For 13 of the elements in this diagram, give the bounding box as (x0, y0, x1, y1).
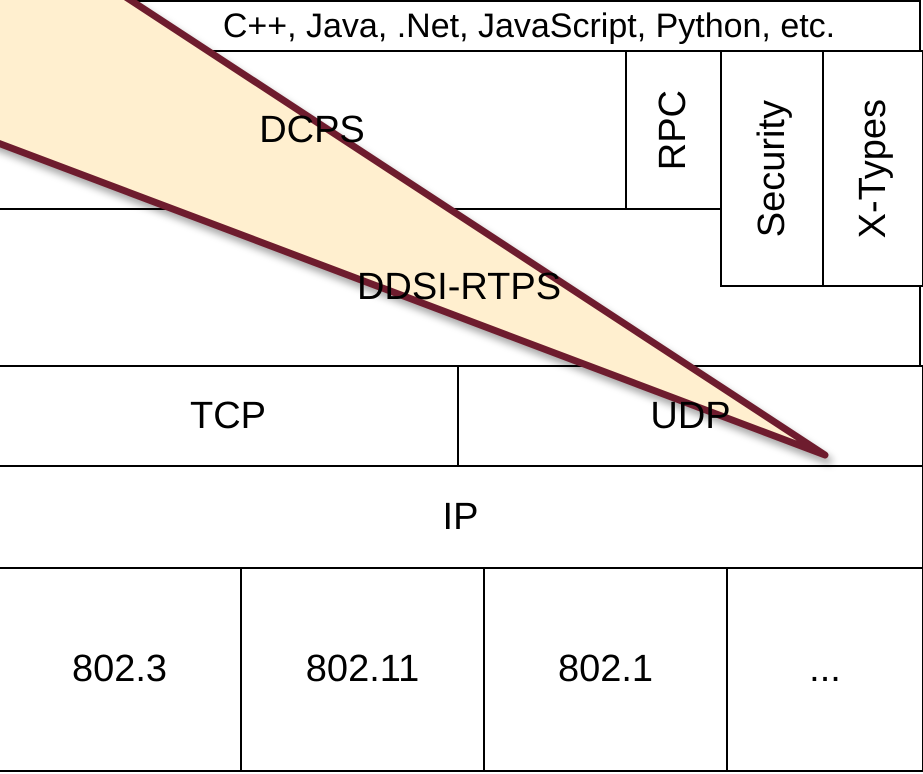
layer-box (822, 50, 923, 287)
layer-label: 802.3 (72, 648, 168, 691)
vertical-label: Security (750, 100, 794, 238)
layer-label: TCP (190, 394, 266, 438)
layer-label: IP (442, 496, 478, 538)
layer-box (726, 567, 923, 772)
vertical-label: X-Types (852, 98, 894, 238)
layer-label: C++, Java, .Net, JavaScript, Python, etc. (222, 6, 836, 46)
layer-label: UDP (650, 394, 731, 438)
layer-label: 802.11 (306, 648, 420, 691)
layer-label: ... (809, 648, 841, 691)
layer-label: 802.1 (558, 648, 654, 691)
vertical-label: RPC (652, 90, 695, 170)
